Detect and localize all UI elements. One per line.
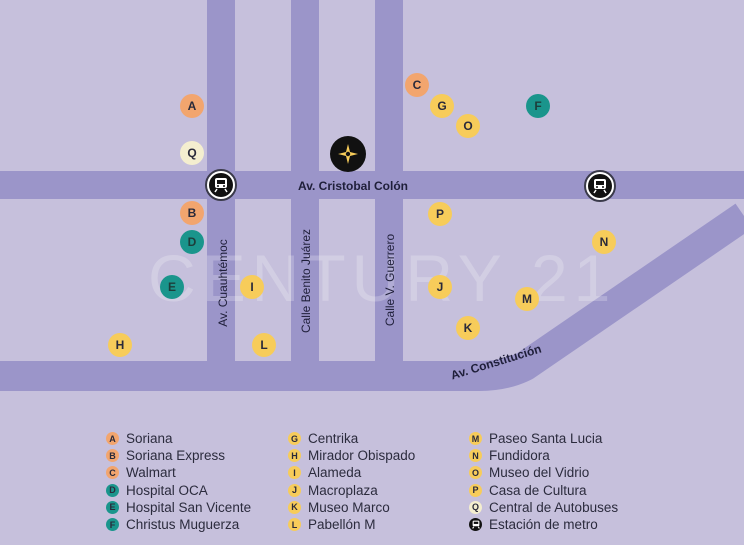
legend-item: D Hospital OCA: [106, 482, 251, 499]
century21-logo-icon: [330, 136, 366, 172]
road-constitucion: [0, 203, 744, 391]
legend-marker: K: [288, 500, 301, 514]
legend-marker: H: [288, 449, 301, 463]
legend-marker: C: [106, 466, 119, 480]
legend-label: Museo del Vidrio: [489, 465, 590, 481]
legend-item: M Paseo Santa Lucia: [469, 430, 618, 447]
street-label-cristobal-colon: Av. Cristobal Colón: [297, 179, 409, 193]
legend-label: Hospital OCA: [126, 482, 208, 498]
legend-label: Hospital San Vicente: [126, 499, 252, 515]
legend-marker: P: [469, 483, 482, 497]
legend-label: Walmart: [126, 465, 176, 481]
street-label-benito-juarez: Calle Benito Juárez: [299, 228, 313, 334]
legend-item: A Soriana: [106, 430, 251, 447]
metro-icon: [469, 518, 482, 532]
legend-item: L Pabellón M: [288, 516, 415, 533]
legend-column-1: A Soriana B Soriana Express C Walmart D Hosp…: [106, 430, 251, 533]
legend-label: Fundidora: [489, 448, 550, 464]
legend-marker: O: [469, 466, 482, 480]
marker-e[interactable]: E: [160, 275, 184, 299]
legend-marker: A: [106, 432, 119, 446]
legend-item: J Macroplaza: [288, 482, 415, 499]
legend-item: Estación de metro: [469, 516, 618, 533]
legend-label: Alameda: [308, 465, 362, 481]
legend-item: P Casa de Cultura: [469, 482, 618, 499]
marker-i[interactable]: I: [240, 275, 264, 299]
legend-label: Central de Autobuses: [489, 499, 619, 515]
marker-b[interactable]: B: [180, 201, 204, 225]
marker-n[interactable]: N: [592, 230, 616, 254]
metro-icon: [588, 174, 612, 198]
road-cristobal-colon: [0, 171, 744, 199]
marker-l[interactable]: L: [252, 333, 276, 357]
legend-item: E Hospital San Vicente: [106, 499, 251, 516]
legend-item: C Walmart: [106, 464, 251, 481]
marker-g[interactable]: G: [430, 94, 454, 118]
legend-item: F Christus Muguerza: [106, 516, 251, 533]
legend-marker: I: [288, 466, 301, 480]
marker-j[interactable]: J: [428, 275, 452, 299]
marker-c[interactable]: C: [405, 73, 429, 97]
legend-marker: D: [106, 483, 119, 497]
marker-a[interactable]: A: [180, 94, 204, 118]
marker-q[interactable]: Q: [180, 141, 204, 165]
legend-marker: L: [288, 518, 301, 532]
legend-label: Mirador Obispado: [308, 448, 416, 464]
legend-label: Christus Muguerza: [126, 517, 240, 533]
metro-station-cuauhtemoc[interactable]: [205, 169, 237, 201]
marker-h[interactable]: H: [108, 333, 132, 357]
legend-label: Estación de metro: [489, 517, 598, 533]
legend-marker: G: [288, 432, 301, 446]
legend-label: Centrika: [308, 431, 359, 447]
metro-station-east[interactable]: [584, 170, 616, 202]
marker-k[interactable]: K: [456, 316, 480, 340]
legend-marker: Q: [469, 500, 482, 514]
legend-label: Pabellón M: [308, 517, 376, 533]
legend-label: Soriana: [126, 431, 173, 447]
street-label-guerrero: Calle V. Guerrero: [383, 233, 397, 327]
legend-label: Macroplaza: [308, 482, 378, 498]
legend-marker: N: [469, 449, 482, 463]
legend-label: Paseo Santa Lucia: [489, 431, 603, 447]
legend-marker: B: [106, 449, 119, 463]
legend-item: G Centrika: [288, 430, 415, 447]
marker-d[interactable]: D: [180, 230, 204, 254]
legend-item: O Museo del Vidrio: [469, 464, 618, 481]
legend-item: Q Central de Autobuses: [469, 499, 618, 516]
legend-marker: M: [469, 432, 482, 446]
legend-marker: J: [288, 483, 301, 497]
metro-icon: [209, 173, 233, 197]
legend-column-3: M Paseo Santa Lucia N Fundidora O Museo del…: [469, 430, 618, 533]
marker-m[interactable]: M: [515, 287, 539, 311]
legend-item: I Alameda: [288, 464, 415, 481]
marker-f[interactable]: F: [526, 94, 550, 118]
marker-o[interactable]: O: [456, 114, 480, 138]
legend-marker: F: [106, 518, 119, 532]
legend-label: Soriana Express: [126, 448, 226, 464]
legend-marker: E: [106, 500, 119, 514]
legend-item: B Soriana Express: [106, 447, 251, 464]
legend-label: Museo Marco: [308, 499, 390, 515]
legend-item: H Mirador Obispado: [288, 447, 415, 464]
marker-p[interactable]: P: [428, 202, 452, 226]
legend-label: Casa de Cultura: [489, 482, 587, 498]
legend-column-2: G Centrika H Mirador Obispado I Alameda J Ma…: [288, 430, 415, 533]
legend-item: N Fundidora: [469, 447, 618, 464]
legend-item: K Museo Marco: [288, 499, 415, 516]
street-label-cuauhtemoc: Av. Cuauhtémoc: [216, 239, 230, 327]
